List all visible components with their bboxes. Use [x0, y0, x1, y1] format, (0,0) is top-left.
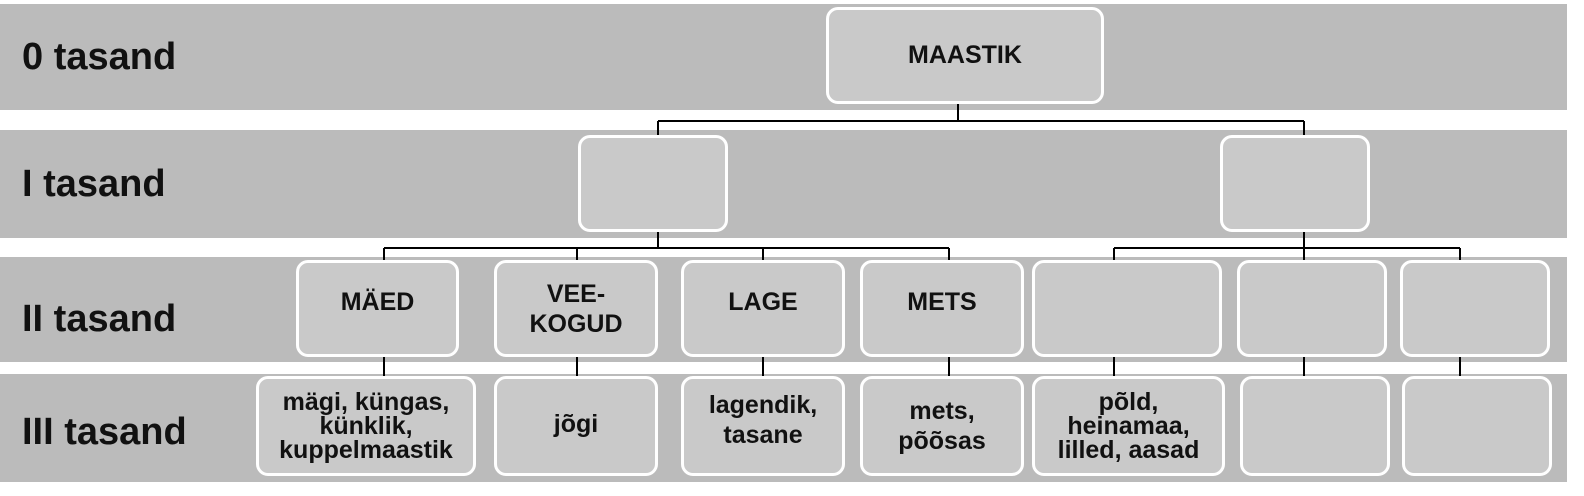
- node-level3: [1402, 376, 1552, 476]
- node-root: MAASTIK: [826, 7, 1104, 104]
- node-level3: mets, põõsas: [860, 376, 1024, 476]
- node-level3: mägi, küngas, künklik, kuppelmaastik: [256, 376, 476, 476]
- node-level1: [1220, 135, 1370, 232]
- node-level2: LAGE: [681, 260, 845, 357]
- node-level3: [1240, 376, 1390, 476]
- node-level2: VEE- KOGUD: [494, 260, 658, 357]
- node-level2: [1400, 260, 1550, 357]
- level-label-2: II tasand: [22, 298, 177, 340]
- node-level3: jõgi: [494, 376, 658, 476]
- node-level1: [578, 135, 728, 232]
- level-label-1: I tasand: [22, 162, 166, 205]
- node-level2: [1032, 260, 1222, 357]
- node-level2: METS: [860, 260, 1024, 357]
- node-level3: lagendik, tasane: [681, 376, 845, 476]
- level-label-3: III tasand: [22, 410, 187, 453]
- node-level3: põld, heinamaa, lilled, aasad: [1032, 376, 1225, 476]
- level-label-0: 0 tasand: [22, 35, 177, 78]
- node-level2: MÄED: [296, 260, 459, 357]
- level-band-0: 0 tasand: [0, 4, 1567, 110]
- node-level2: [1237, 260, 1387, 357]
